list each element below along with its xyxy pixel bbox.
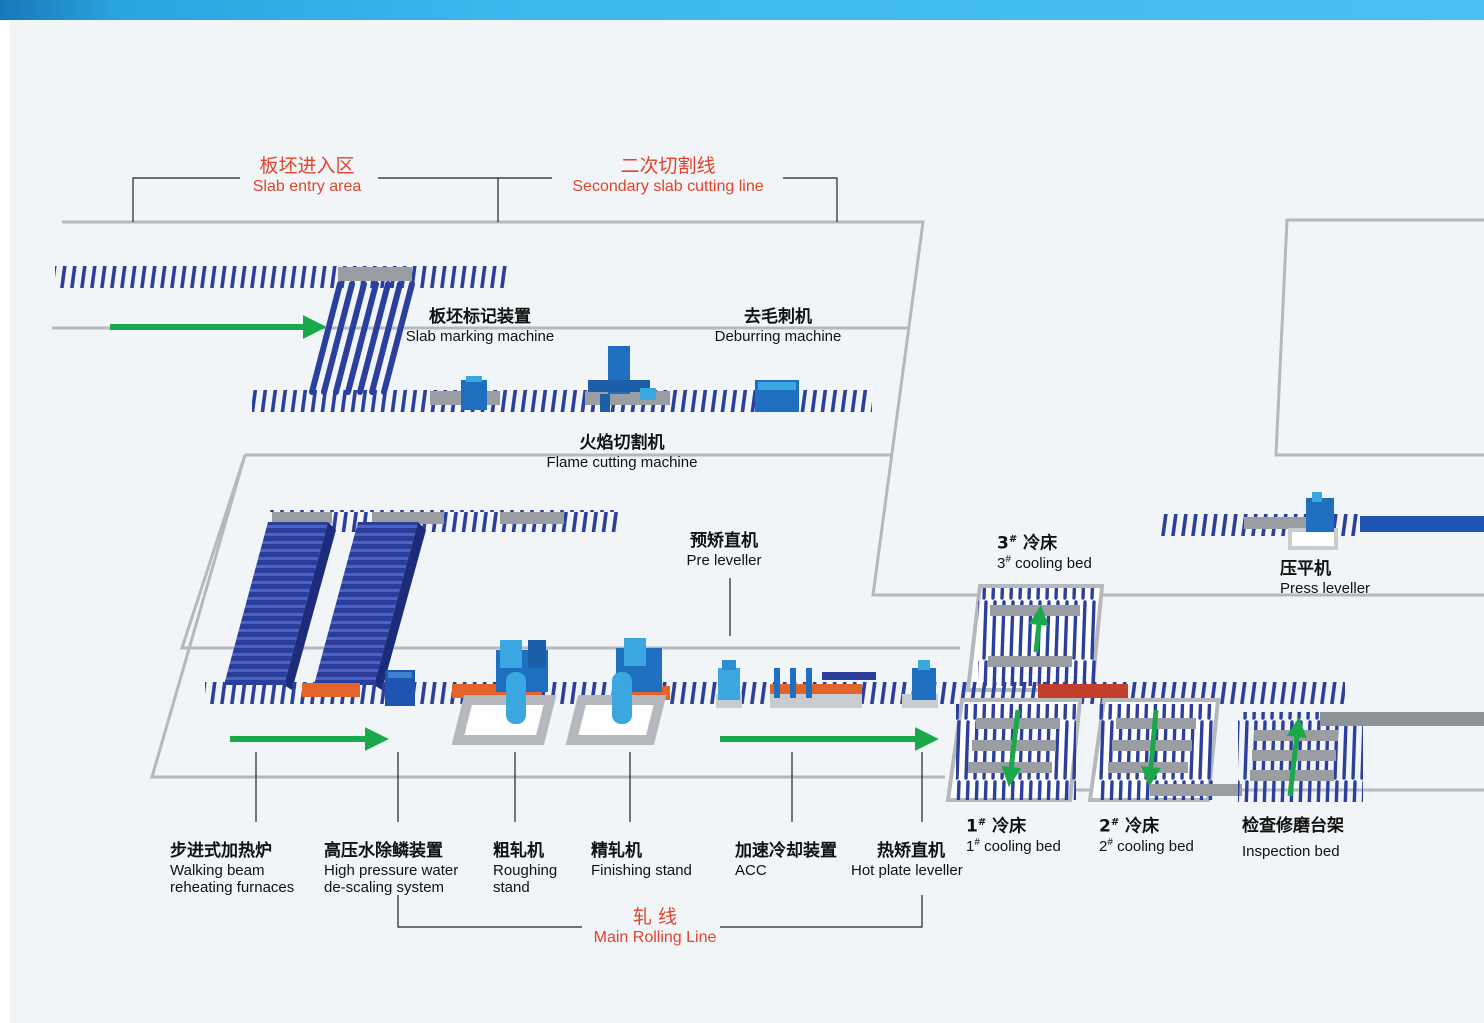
rolling-bracket-left [397,895,582,928]
main-rolling-line-label: 轧 线 Main Rolling Line [593,906,717,946]
entry-roller-table [55,266,510,288]
deburring-label: 去毛刺机 Deburring machine [714,307,842,345]
secondary-cutting-label: 二次切割线 Secondary slab cutting line [572,155,764,195]
slab-entry-bracket-right [378,177,499,222]
hot-leveller-machine [902,660,938,708]
brackets [132,177,923,928]
inspection-bed-label: 检查修磨台架 Inspection bed [1242,816,1344,860]
furnace-charging-table [268,510,620,532]
walking-beam-furnace-1 [224,522,336,690]
cooling-bed-1-label: 1# 冷床 1# cooling bed [966,816,1061,856]
cooling-bed-3-shape [965,584,1105,692]
entry-transfer-slab [338,267,412,281]
furnace-label: 步进式加热炉 Walking beam reheating furnaces [170,841,295,896]
pre-leveller-label: 预矫直机 Pre leveller [686,531,762,569]
slab-area-outline [62,220,1484,597]
press-leveller-label: 压平机 Press leveller [1280,559,1371,597]
walking-beam-furnace-2 [314,522,426,690]
hot-plate [1038,684,1128,698]
cutting-bracket-right [783,177,838,222]
slab-marking-machine [461,376,487,410]
cooling-bed-2-label: 2# 冷床 2# cooling bed [1099,816,1194,856]
area-outlines [52,218,1484,792]
slab-entry-conveyor [55,266,872,412]
cooling-bed-3-label: 3# 冷床 3# cooling bed [997,533,1092,573]
cooling-bed-1-shape [945,698,1083,802]
slab-entry-area-label: 板坯进入区 Slab entry area [252,155,362,195]
flame-cutting-label: 火焰切割机 Flame cutting machine [546,433,698,471]
pre-leveller-machine [716,660,742,708]
rolling-area-outline [150,454,945,779]
inspection-bed-shape [1238,712,1484,802]
inspection-area-outline [1274,218,1484,457]
slab-marking-label: 板坯标记装置 Slab marking machine [405,307,555,345]
finishing-mill [565,638,667,745]
roughing-label: 粗轧机 Roughing stand [493,841,558,896]
slab-entry-bracket-left [132,177,240,222]
acc-unit [770,668,876,708]
press-leveller-line [1160,492,1484,550]
rolling-area-inner [179,454,960,650]
flame-cutting-machine [588,346,656,412]
slab-1 [302,683,360,697]
descaler-box [385,670,415,706]
rolling-bracket-right [720,895,923,928]
roughing-mill [451,640,557,745]
cutting-roller-table [252,390,872,412]
deburring-machine [755,380,799,412]
finishing-label: 精轧机 Finishing stand [591,841,692,879]
descaling-label: 高压水除鳞装置 High pressure water de-scaling s… [324,841,459,896]
header-bar [0,0,1484,20]
transfer-skids [309,281,415,395]
hot-leveller-label: 热矫直机 Hot plate leveller [851,841,963,879]
transfer-slab-cooling [1150,784,1242,796]
acc-label: 加速冷却装置 ACC [735,841,837,879]
